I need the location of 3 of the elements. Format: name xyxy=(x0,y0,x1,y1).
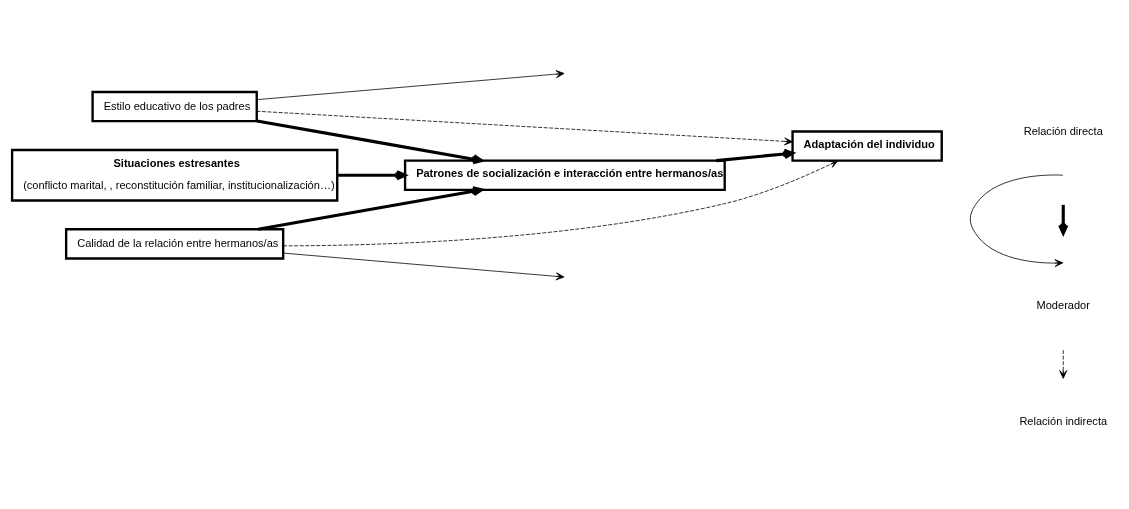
legend-label: Relación directa xyxy=(1023,124,1103,137)
legend-label: Moderador xyxy=(1036,298,1090,311)
legend-label: Relación indirecta xyxy=(1019,414,1108,427)
